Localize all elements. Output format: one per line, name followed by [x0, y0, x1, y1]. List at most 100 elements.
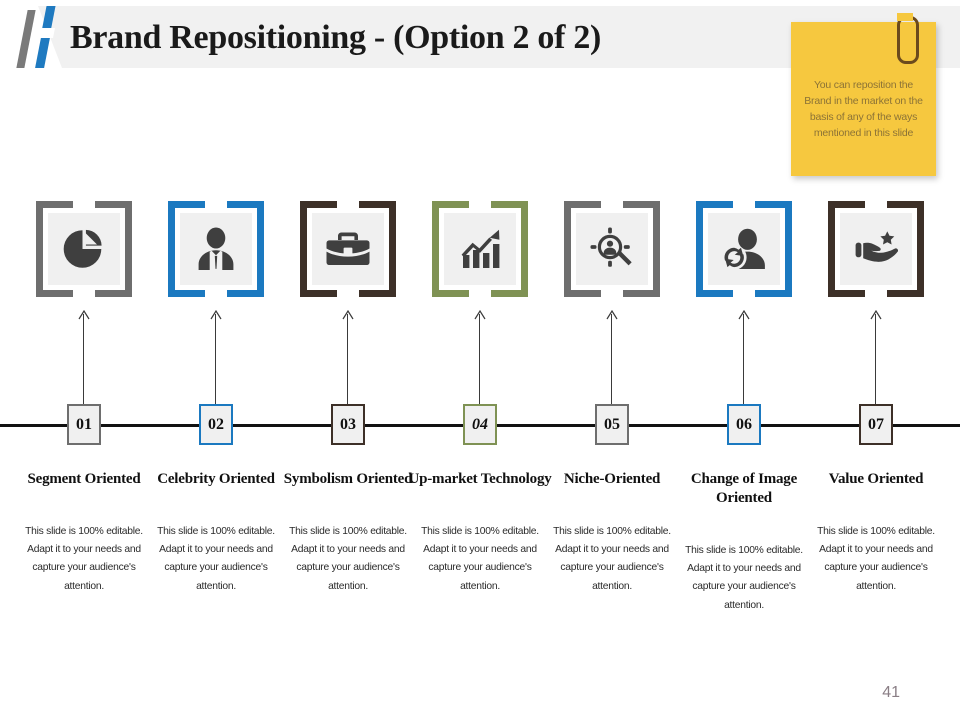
frame-edge [491, 201, 528, 208]
arrow-head-icon [78, 310, 90, 320]
frame-edge [755, 201, 792, 208]
connector-arrow-02 [208, 306, 224, 418]
icon-frame-05[interactable] [564, 201, 660, 297]
arrow-stem [875, 314, 877, 418]
connector-arrow-06 [736, 306, 752, 418]
step-number-badge-06[interactable]: 06 [727, 404, 761, 445]
frame-edge [432, 201, 439, 297]
frame-edge [696, 290, 733, 297]
frame-edge [564, 201, 571, 297]
frame-edge [125, 201, 132, 297]
frame-edge [257, 201, 264, 297]
arrow-stem [611, 314, 613, 418]
step-number-badge-01[interactable]: 01 [67, 404, 101, 445]
frame-edge [227, 201, 264, 208]
step-body-text: This slide is 100% editable. Adapt it to… [157, 526, 275, 592]
frame-edge [168, 201, 175, 297]
step-heading: Change of Image Oriented [690, 471, 798, 506]
arrow-stem [479, 314, 481, 418]
frame-edge [95, 290, 132, 297]
arrow-stem [83, 314, 85, 418]
step-body-text: This slide is 100% editable. Adapt it to… [25, 526, 143, 592]
frame-edge [389, 201, 396, 297]
sticky-note: You can reposition the Brand in the mark… [791, 13, 936, 176]
timeline: 01 02 03 04 05 06 07 [0, 404, 960, 446]
frame-edge [696, 201, 733, 208]
frame-edge [359, 201, 396, 208]
frame-edge [36, 290, 73, 297]
frame-edge [227, 290, 264, 297]
arrow-head-icon [342, 310, 354, 320]
frame-edge [828, 290, 865, 297]
icon-frame-06[interactable] [696, 201, 792, 297]
frame-edge [785, 201, 792, 297]
briefcase-icon [312, 213, 384, 285]
frame-edge [36, 201, 43, 297]
step-number-badge-02[interactable]: 02 [199, 404, 233, 445]
page-number: 41 [882, 684, 900, 701]
target-audience-magnifier-icon [576, 213, 648, 285]
icon-frame-03[interactable] [300, 201, 396, 297]
user-refresh-icon [708, 213, 780, 285]
arrow-head-icon [474, 310, 486, 320]
icon-frame-02[interactable] [168, 201, 264, 297]
step-heading: Symbolism Oriented [283, 471, 413, 487]
step-number-badge-04[interactable]: 04 [463, 404, 497, 445]
arrow-row [0, 306, 960, 418]
connector-arrow-05 [604, 306, 620, 418]
step-number-badge-03[interactable]: 03 [331, 404, 365, 445]
frame-edge [95, 201, 132, 208]
frame-edge [432, 201, 469, 208]
frame-edge [828, 201, 835, 297]
frame-edge [300, 201, 337, 208]
businessman-icon [180, 213, 252, 285]
step-heading: Value Oriented [828, 471, 924, 487]
frame-edge [564, 201, 601, 208]
sticky-note-text: You can reposition the Brand in the mark… [804, 79, 923, 139]
icon-frame-04[interactable] [432, 201, 528, 297]
pie-chart-icon [48, 213, 120, 285]
arrow-stem [347, 314, 349, 418]
frame-edge [828, 201, 865, 208]
connector-arrow-04 [472, 306, 488, 418]
arrow-stem [215, 314, 217, 418]
frame-edge [521, 201, 528, 297]
arrow-head-icon [870, 310, 882, 320]
step-number-badge-05[interactable]: 05 [595, 404, 629, 445]
step-number-badge-07[interactable]: 07 [859, 404, 893, 445]
connector-arrow-01 [76, 306, 92, 418]
frame-edge [564, 290, 601, 297]
frame-edge [168, 201, 205, 208]
arrow-head-icon [606, 310, 618, 320]
frame-edge [300, 290, 337, 297]
frame-edge [623, 201, 660, 208]
arrow-stem [743, 314, 745, 418]
step-body-text: This slide is 100% editable. Adapt it to… [817, 526, 935, 592]
frame-edge [755, 290, 792, 297]
frame-edge [887, 290, 924, 297]
icon-frame-01[interactable] [36, 201, 132, 297]
frame-edge [623, 290, 660, 297]
connector-arrow-07 [868, 306, 884, 418]
frame-edge [168, 290, 205, 297]
step-body-text: This slide is 100% editable. Adapt it to… [553, 526, 671, 592]
frame-edge [300, 201, 307, 297]
frame-edge [359, 290, 396, 297]
frame-edge [653, 201, 660, 297]
frame-edge [696, 201, 703, 297]
page-title: Brand Repositioning - (Option 2 of 2) [70, 19, 602, 56]
icon-frame-row [0, 201, 960, 301]
arrow-head-icon [210, 310, 222, 320]
icon-frame-07[interactable] [828, 201, 924, 297]
frame-edge [887, 201, 924, 208]
step-heading: Up-market Technology [408, 471, 552, 487]
arrow-head-icon [738, 310, 750, 320]
connector-arrow-03 [340, 306, 356, 418]
